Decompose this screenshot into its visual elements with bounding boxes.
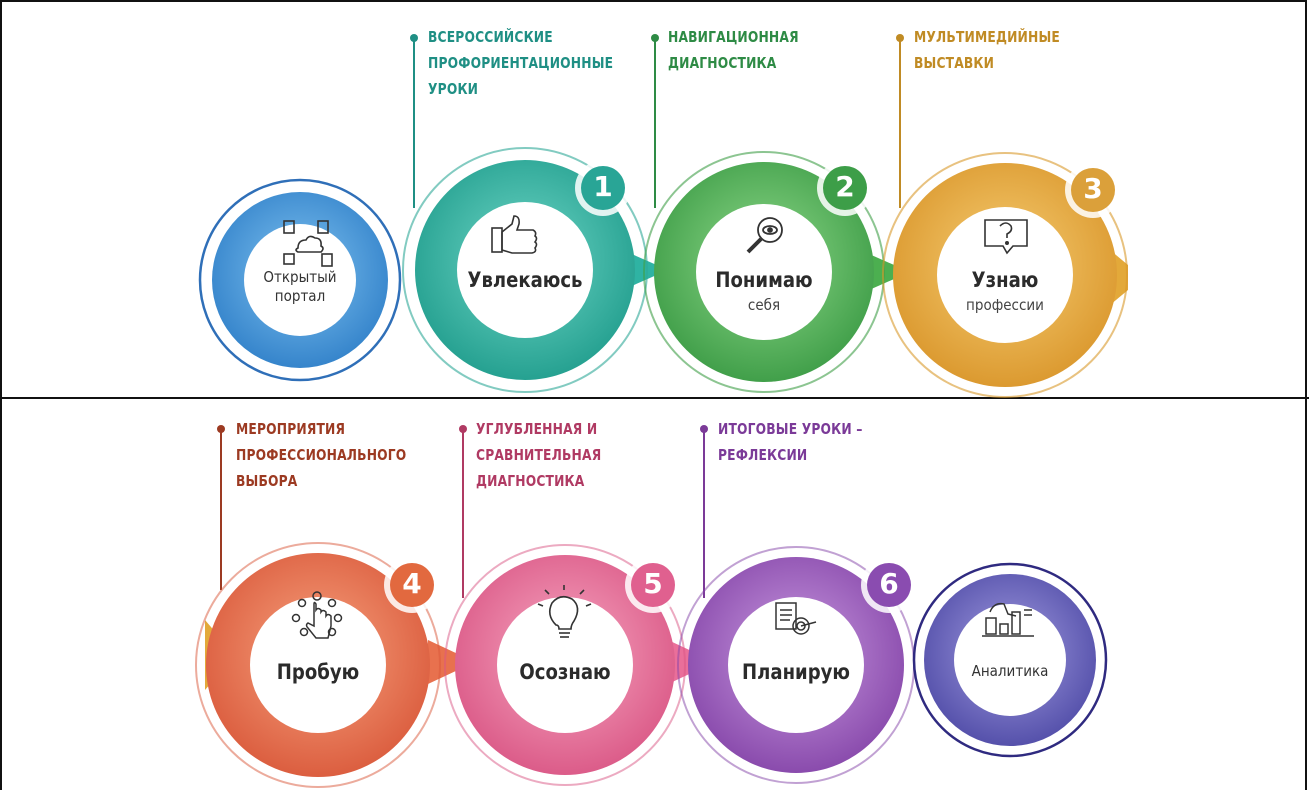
- bottom-callout-lines: [217, 425, 708, 598]
- callout-navigation-diagnostics: НАВИГАЦИОННАЯ ДИАГНОСТИКА: [668, 24, 799, 76]
- step-4-title: Пробую: [276, 660, 360, 684]
- circle-text-step-5: Осознаю: [485, 660, 645, 684]
- callout-line: ДИАГНОСТИКА: [668, 54, 777, 72]
- open-portal-label-line: Открытый: [263, 268, 337, 286]
- question-bubble-icon: [984, 219, 1028, 255]
- step-2-number: 2: [835, 170, 855, 203]
- step-5-number: 5: [643, 567, 663, 600]
- callout-line: УРОКИ: [428, 80, 479, 98]
- circle-text-step-6: Планирую: [716, 660, 876, 684]
- row-divider: [0, 397, 1309, 399]
- circle-text-step-4: Пробую: [238, 660, 398, 684]
- top-callout-lines: [410, 34, 904, 208]
- callout-line: МУЛЬТИМЕДИЙНЫЕ: [914, 28, 1060, 46]
- callout-line: НАВИГАЦИОННАЯ: [668, 28, 799, 46]
- step-5-title: Осознаю: [519, 660, 611, 684]
- step-3-number: 3: [1083, 172, 1103, 205]
- callout-multimedia-exhibitions: МУЛЬТИМЕДИЙНЫЕ ВЫСТАВКИ: [914, 24, 1060, 76]
- callout-line: РЕФЛЕКСИИ: [718, 446, 808, 464]
- circle-step-4: [195, 542, 475, 788]
- callout-line: СРАВНИТЕЛЬНАЯ: [476, 446, 602, 464]
- circle-text-step-3: Узнаю профессии: [925, 268, 1085, 314]
- callout-line: ДИАГНОСТИКА: [476, 472, 585, 490]
- callout-all-russian-lessons: ВСЕРОССИЙСКИЕ ПРОФОРИЕНТАЦИОННЫЕ УРОКИ: [428, 24, 613, 102]
- network-cloud-icon: [283, 220, 333, 267]
- step-6-title: Планирую: [742, 660, 850, 684]
- step-6-number: 6: [879, 567, 899, 600]
- analytics-icon: [982, 602, 1034, 637]
- step-3-subtitle: профессии: [966, 296, 1044, 314]
- step-1-number: 1: [593, 170, 613, 203]
- callout-line: ПРОФОРИЕНТАЦИОННЫЕ: [428, 54, 614, 72]
- step-1-title: Увлекаюсь: [467, 268, 583, 292]
- circle-step-1: [402, 147, 668, 393]
- lightbulb-icon: [537, 585, 592, 638]
- callout-line: ВЫБОРА: [236, 472, 298, 490]
- circle-analytics: [912, 562, 1108, 758]
- plan-target-icon: [775, 602, 817, 635]
- callout-line: УГЛУБЛЕННАЯ И: [476, 420, 598, 438]
- callout-line: ПРОФЕССИОНАЛЬНОГО: [236, 446, 407, 464]
- callout-line: ВЫСТАВКИ: [914, 54, 995, 72]
- circle-step-6: [677, 546, 917, 784]
- circle-open-portal: [198, 178, 402, 382]
- step-2-subtitle: себя: [747, 296, 781, 314]
- step-4-number: 4: [402, 567, 422, 600]
- step-3-title: Узнаю: [971, 268, 1039, 292]
- magnifier-eye-icon: [746, 217, 783, 254]
- analytics-label: Аналитика: [971, 662, 1049, 680]
- step-2-title: Понимаю: [715, 268, 813, 292]
- hand-touch-icon: [291, 591, 343, 639]
- circle-text-step-2: Понимаю себя: [684, 268, 844, 314]
- callout-line: ВСЕРОССИЙСКИЕ: [428, 28, 553, 46]
- circle-text-analytics: Аналитика: [955, 662, 1065, 680]
- circle-step-2: [643, 151, 910, 393]
- callout-deep-comparative-diagnostics: УГЛУБЛЕННАЯ И СРАВНИТЕЛЬНАЯ ДИАГНОСТИКА: [476, 416, 601, 494]
- callout-professional-choice-events: МЕРОПРИЯТИЯ ПРОФЕССИОНАЛЬНОГО ВЫБОРА: [236, 416, 406, 494]
- circle-step-3: [882, 152, 1128, 398]
- circle-text-step-1: Увлекаюсь: [445, 268, 605, 292]
- callout-final-reflection-lessons: ИТОГОВЫЕ УРОКИ – РЕФЛЕКСИИ: [718, 416, 863, 468]
- callout-line: МЕРОПРИЯТИЯ: [236, 420, 346, 438]
- open-portal-label-line: портал: [274, 287, 326, 305]
- thumbs-up-icon: [491, 215, 538, 254]
- circle-step-5: [444, 544, 715, 786]
- callout-line: ИТОГОВЫЕ УРОКИ –: [718, 420, 863, 438]
